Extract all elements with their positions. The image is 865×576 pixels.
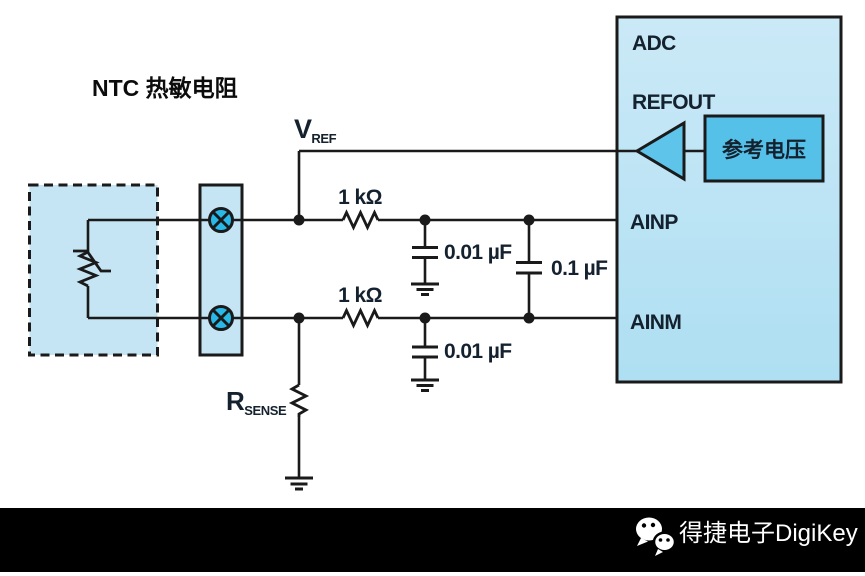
adc-title: ADC	[632, 32, 676, 55]
cap-ainp-plates	[412, 246, 438, 259]
current-source-bottom-icon	[208, 305, 234, 331]
resistor-ainp-zigzag	[341, 209, 380, 231]
rsense-zigzag	[288, 383, 310, 417]
thermistor-strike	[73, 249, 111, 273]
rsense-label: RSENSE	[226, 386, 287, 418]
rsense-base: R	[226, 386, 245, 416]
cap-diff-value: 0.1 µF	[551, 257, 608, 280]
cap-ainp-value: 0.01 µF	[444, 241, 512, 264]
cap-diff-plates	[516, 261, 542, 275]
adc-pin-ainm: AINM	[630, 311, 682, 334]
adc-block	[615, 15, 843, 384]
thermistor-dashed-box	[28, 183, 159, 357]
rsense-sub: SENSE	[244, 403, 287, 418]
adc-pin-ainp: AINP	[630, 211, 678, 234]
vref-base: V	[294, 114, 312, 144]
reference-voltage-block	[703, 114, 825, 183]
wechat-icon	[636, 517, 677, 556]
footer-banner: 得捷电子DigiKey	[0, 508, 865, 572]
ground-rsense	[285, 476, 313, 491]
cap-ainm-value: 0.01 µF	[444, 340, 512, 363]
junction-dots	[293, 214, 535, 324]
vref-label: VREF	[294, 114, 337, 146]
resistor-ainm-value: 1 kΩ	[338, 284, 382, 307]
brand-text: 得捷电子DigiKey	[679, 520, 858, 547]
resistor-ainp-value: 1 kΩ	[338, 186, 382, 209]
current-source-top-icon	[208, 207, 234, 233]
ground-cap-ainp	[411, 282, 439, 296]
wires	[86, 149, 705, 478]
adc-pin-refout: REFOUT	[632, 91, 715, 114]
ground-cap-ainm	[411, 378, 439, 392]
resistor-ainm-zigzag	[341, 307, 380, 329]
thermistor-zigzag	[76, 250, 100, 288]
reference-voltage-label: 参考电压	[722, 138, 806, 162]
page-title: NTC 热敏电阻	[92, 75, 238, 101]
vref-sub: REF	[311, 131, 337, 146]
cap-ainm-plates	[412, 345, 438, 359]
